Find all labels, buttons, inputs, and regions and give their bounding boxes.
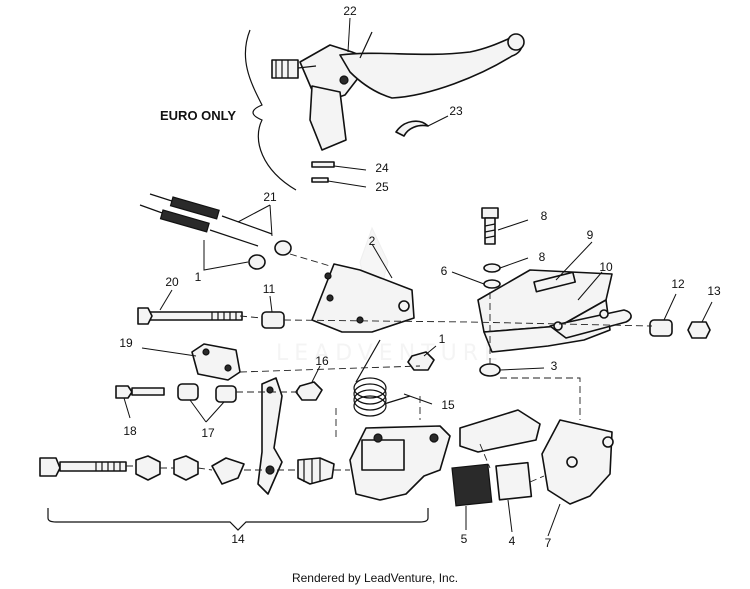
washer-4 xyxy=(483,263,501,273)
watermark-text: LEADVENTURE xyxy=(276,341,504,366)
spacer-right xyxy=(649,319,673,337)
callout-13: 5 xyxy=(461,532,468,546)
actuator-arm xyxy=(257,377,283,495)
callout-15: 15 xyxy=(441,398,455,412)
callout-23: 23 xyxy=(449,104,463,118)
hex-nut-lower xyxy=(173,455,199,481)
callout-8b: 12 xyxy=(671,277,685,291)
return-spring xyxy=(353,339,433,417)
callout-3: 6 xyxy=(441,264,448,278)
euro-only-inset: EURO ONLY xyxy=(160,17,525,191)
callout-22: 22 xyxy=(343,4,357,18)
callout-11: 7 xyxy=(545,536,552,550)
cam-lever xyxy=(211,457,245,485)
callout-2: 2 xyxy=(369,234,376,248)
nut-1-center xyxy=(407,351,435,371)
callout-9: 13 xyxy=(707,284,721,298)
callout-6: 9 xyxy=(587,228,594,242)
callout-1b: 1 xyxy=(439,332,446,346)
bolt-18 xyxy=(115,385,165,419)
brake-lever-assembly xyxy=(271,31,525,151)
caliper-body xyxy=(349,425,451,501)
lower-bolt xyxy=(39,457,127,477)
callout-20: 20 xyxy=(165,275,179,289)
washer-3 xyxy=(483,279,501,289)
lever-pin xyxy=(311,177,329,183)
assembly-bracket xyxy=(47,508,429,531)
spacer-17a xyxy=(177,383,199,401)
callout-19: 19 xyxy=(119,336,133,350)
callout-4: 8 xyxy=(539,250,546,264)
castle-nut xyxy=(135,455,161,481)
watermark-logo: LEADVENTURE xyxy=(276,226,504,366)
brake-pad-inner xyxy=(451,463,493,507)
callout-18: 18 xyxy=(123,424,137,438)
callout-5: 8 xyxy=(541,209,548,223)
callout-1a: 1 xyxy=(195,270,202,284)
lever-spring xyxy=(311,161,335,168)
caliper-bracket xyxy=(311,243,415,333)
washer-10 xyxy=(479,363,501,377)
spacer-17b xyxy=(215,385,237,403)
brake-cables xyxy=(139,193,292,271)
alignment-lines xyxy=(126,253,653,483)
render-credit: Rendered by LeadVenture, Inc. xyxy=(291,571,459,585)
backing-plate xyxy=(541,419,614,537)
callout-21: 21 xyxy=(263,190,277,204)
pivot-block xyxy=(141,343,241,381)
callout-12: 4 xyxy=(509,534,516,548)
callout-8a: 11 xyxy=(263,282,276,296)
callout-17: 17 xyxy=(201,426,215,440)
long-bolt xyxy=(137,289,243,325)
callout-25: 25 xyxy=(375,180,389,194)
brake-pad-outer xyxy=(495,461,533,501)
brake-disc-segment xyxy=(459,409,541,453)
callout-24: 24 xyxy=(375,161,389,175)
callout-16: 16 xyxy=(315,354,329,368)
callout-10: 3 xyxy=(551,359,558,373)
caliper-housing xyxy=(477,241,632,353)
callout-7: 10 xyxy=(599,260,613,274)
euro-only-label: EURO ONLY xyxy=(160,108,236,123)
callout-14: 14 xyxy=(231,532,245,546)
nut-16 xyxy=(295,381,323,401)
spacer-left xyxy=(261,295,285,329)
nut-right xyxy=(687,321,711,339)
part-callouts: 22 23 24 25 21 8 2 9 8 6 10 1 20 11 12 1… xyxy=(119,4,721,550)
lever-clip xyxy=(395,120,429,137)
housing-bolt xyxy=(481,207,529,245)
